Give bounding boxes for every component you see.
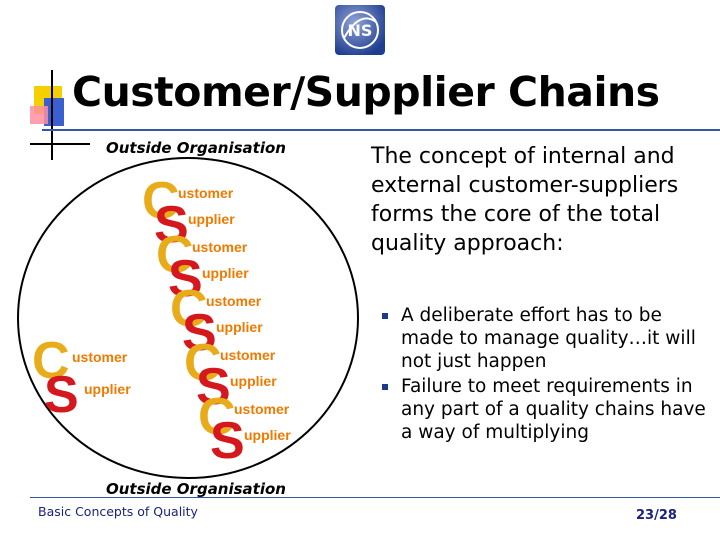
- supplier-word: upplier: [230, 373, 277, 389]
- bullet-text: A deliberate effort has to be made to ma…: [401, 305, 696, 372]
- customer-word: ustomer: [234, 401, 290, 417]
- slide-title: Customer/Supplier Chains: [72, 68, 660, 116]
- supplier-word: upplier: [202, 265, 249, 281]
- organisation-boundary-ellipse: [17, 157, 359, 479]
- svg-text:NS: NS: [348, 21, 373, 40]
- supplier-word: upplier: [216, 319, 263, 335]
- customer-c-letter: C: [198, 388, 236, 446]
- title-decoration: [30, 70, 90, 160]
- supplier-s-letter: S: [210, 412, 245, 470]
- customer-word: ustomer: [206, 293, 262, 309]
- supplier-word: upplier: [244, 427, 291, 443]
- customer-c-letter: C: [142, 172, 180, 230]
- supplier-word: upplier: [84, 381, 131, 397]
- supplier-s-letter: S: [182, 304, 217, 362]
- customer-c-letter: C: [32, 332, 70, 390]
- customer-c-letter: C: [184, 334, 222, 392]
- title-underline: [42, 129, 720, 131]
- bullet-square-icon: [382, 384, 388, 390]
- customer-c-letter: C: [156, 226, 194, 284]
- customer-word: ustomer: [220, 347, 276, 363]
- institution-logo-icon: NS: [335, 5, 385, 55]
- bullet-square-icon: [382, 313, 388, 319]
- outside-organisation-bottom-label: Outside Organisation: [106, 480, 286, 498]
- page-number: 23/28: [636, 508, 677, 523]
- customer-c-letter: C: [170, 280, 208, 338]
- bullet-item: Failure to meet requirements in any part…: [382, 375, 717, 444]
- footer-rule: [30, 497, 720, 498]
- supplier-s-letter: S: [44, 366, 79, 424]
- supplier-s-letter: S: [154, 196, 189, 254]
- customer-word: ustomer: [72, 349, 128, 365]
- customer-word: ustomer: [192, 239, 248, 255]
- supplier-s-letter: S: [168, 250, 203, 308]
- intro-text: The concept of internal and external cus…: [371, 144, 679, 256]
- outside-organisation-top-label: Outside Organisation: [106, 139, 286, 157]
- bullet-list: A deliberate effort has to be made to ma…: [382, 304, 717, 446]
- supplier-word: upplier: [188, 211, 235, 227]
- supplier-s-letter: S: [196, 358, 231, 416]
- customer-word: ustomer: [178, 185, 234, 201]
- bullet-item: A deliberate effort has to be made to ma…: [382, 304, 717, 373]
- footer-course-title: Basic Concepts of Quality: [38, 504, 198, 519]
- bullet-text: Failure to meet requirements in any part…: [401, 376, 706, 443]
